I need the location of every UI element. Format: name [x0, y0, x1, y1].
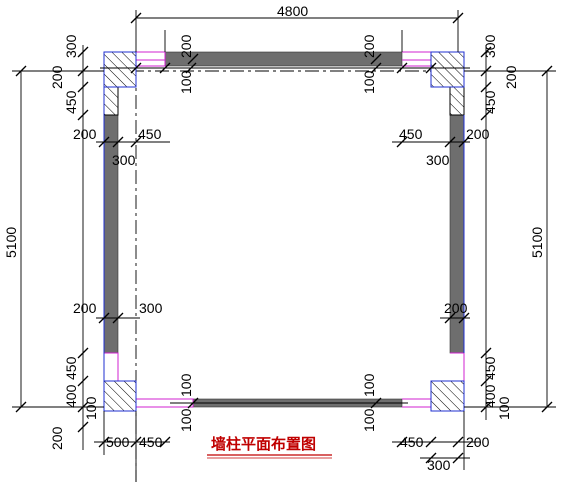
columns	[103, 51, 465, 412]
dim-top-wall-off-left: 100	[178, 70, 194, 94]
column-top-right	[430, 51, 465, 116]
dim-bot-450-right: 450	[400, 434, 424, 450]
dim-bot-wall-off-left2: 100	[178, 408, 194, 432]
dim-right-mid-200: 200	[444, 300, 468, 316]
dim-left-wall-200: 200	[73, 126, 97, 142]
dim-left-bot-400: 400	[63, 384, 79, 408]
dim-left-wall-300: 300	[112, 152, 136, 168]
dim-right-bot-450: 450	[482, 356, 498, 380]
dim-left-bot-450: 450	[63, 356, 79, 380]
drawing-title: 墙柱平面布置图	[211, 435, 316, 453]
dim-right-top-450: 450	[482, 90, 498, 114]
dim-top-total: 4800	[277, 3, 308, 19]
dim-left-top-200: 200	[49, 65, 65, 89]
dim-bot-wall-off-left: 100	[178, 373, 194, 397]
dim-left-bot-100: 100	[83, 396, 99, 420]
dim-right-bot-400: 400	[482, 384, 498, 408]
dim-left-total: 5100	[3, 227, 19, 258]
dim-bot-wall-off-right2: 100	[361, 408, 377, 432]
dim-left-mid-300: 300	[139, 300, 163, 316]
dim-top-col-left: 300	[63, 34, 79, 58]
dim-right-top-200: 200	[503, 65, 519, 89]
dim-top-wall-off-right: 100	[361, 70, 377, 94]
dim-bot-wall-off-right: 100	[361, 373, 377, 397]
dim-bot-300-right: 300	[427, 457, 451, 473]
column-bottom-right	[430, 380, 465, 412]
dim-right-wall-300: 300	[426, 152, 450, 168]
dim-bot-200: 200	[49, 426, 65, 450]
walls	[103, 51, 465, 408]
opening-lines	[104, 51, 465, 408]
dimension-lines	[12, 10, 556, 482]
dim-left-wall-450: 450	[138, 126, 162, 142]
dim-right-bot-100: 100	[496, 396, 512, 420]
wall-left	[103, 114, 119, 354]
dim-left-top-450: 450	[63, 90, 79, 114]
dim-left-mid-200: 200	[73, 300, 97, 316]
dim-bot-450-left: 450	[139, 434, 163, 450]
column-bottom-left	[103, 380, 137, 412]
dim-top-col-right: 300	[482, 34, 498, 58]
dim-bot-200-right: 200	[466, 434, 490, 450]
wall-right	[449, 114, 465, 354]
dim-right-wall-200: 200	[466, 126, 490, 142]
dim-right-wall-450: 450	[399, 126, 423, 142]
dim-right-total: 5100	[529, 227, 545, 258]
column-top-left	[103, 51, 137, 116]
dim-top-wall-end-right: 200	[361, 34, 377, 58]
dim-bot-500: 500	[106, 434, 130, 450]
dim-top-wall-end-left: 200	[178, 34, 194, 58]
